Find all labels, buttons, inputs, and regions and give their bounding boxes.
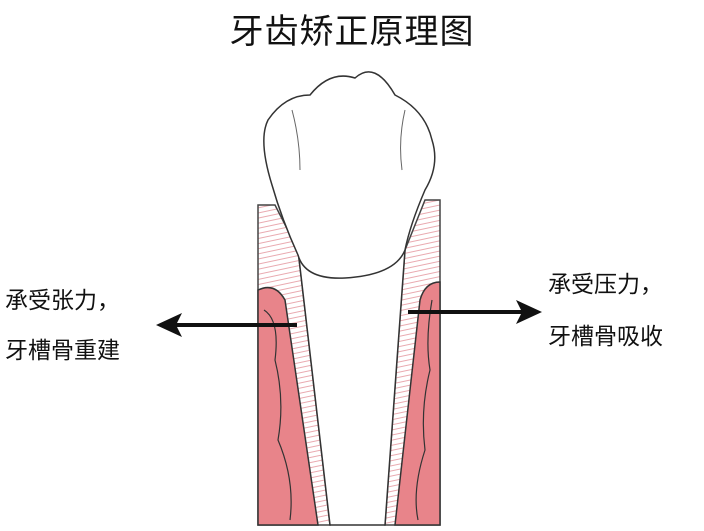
- right-bone-trabecula: [415, 299, 433, 521]
- left-label-line1: 承受张力，: [5, 288, 120, 314]
- crown-outline-detail: [291, 109, 406, 171]
- left-bone-trabecula: [263, 309, 292, 521]
- left-label-line2: 牙槽骨重建: [5, 338, 120, 364]
- diagram-title: 牙齿矫正原理图: [229, 12, 475, 52]
- right-label-line2: 牙槽骨吸收: [548, 324, 663, 350]
- tooth-crown: [263, 71, 436, 279]
- left-alveolar-bone: [257, 286, 319, 526]
- right-alveolar-bone: [394, 281, 441, 526]
- right-label-line1: 承受压力，: [548, 272, 663, 298]
- compression-arrow-head: [516, 300, 542, 324]
- tension-arrow-head: [156, 313, 182, 337]
